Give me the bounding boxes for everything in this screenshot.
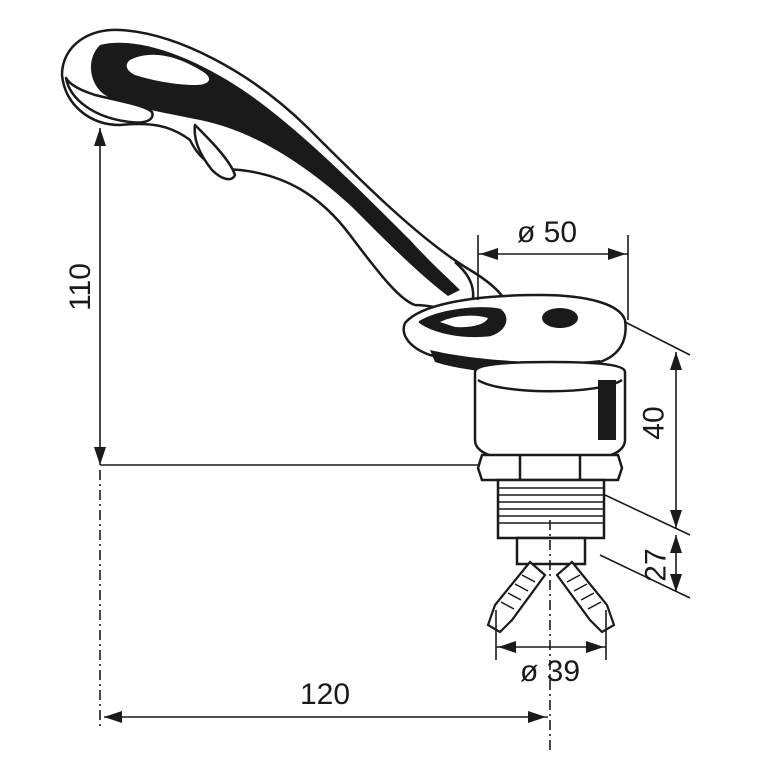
dimension-arrows [94, 128, 682, 723]
dimension-label-120: 120 [300, 678, 351, 711]
faucet-spout [60, 28, 507, 320]
hose-connectors [486, 560, 616, 634]
dimension-label-27: 27 [639, 548, 673, 582]
faucet-body [473, 360, 627, 566]
dimension-label-diameter-39: ø 39 [520, 655, 581, 688]
dimension-label-110: 110 [63, 263, 97, 311]
dimension-label-40: 40 [637, 406, 671, 440]
dimension-label-diameter-50: ø 50 [517, 216, 578, 249]
